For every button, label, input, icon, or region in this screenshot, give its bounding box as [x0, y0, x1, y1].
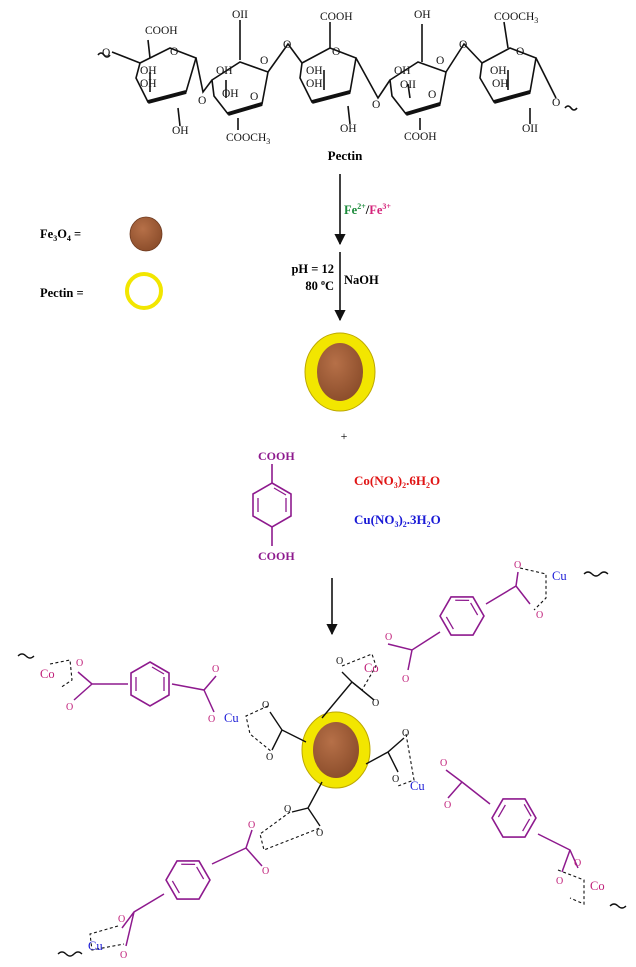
svg-text:OH: OH	[492, 78, 509, 90]
svg-text:OII: OII	[522, 123, 538, 135]
svg-text:O: O	[392, 774, 399, 785]
svg-text:O: O	[428, 89, 436, 101]
svg-text:Co: Co	[590, 879, 605, 893]
fe3o4-pectin-particle	[304, 332, 376, 412]
temperature-condition: 80 oC	[305, 278, 334, 293]
svg-text:Cu: Cu	[410, 779, 425, 793]
svg-text:O: O	[516, 46, 524, 58]
svg-text:O: O	[402, 728, 409, 739]
svg-text:OH: OH	[414, 9, 431, 21]
svg-text:O: O	[574, 858, 581, 869]
chain-end-left	[97, 52, 111, 58]
terephthalic-acid	[252, 464, 292, 546]
svg-text:O: O	[260, 55, 268, 67]
svg-text:O: O	[385, 632, 392, 643]
svg-text:O: O	[102, 47, 110, 59]
svg-text:COOH: COOH	[145, 25, 178, 37]
plus-sign: +	[341, 429, 348, 443]
ph-condition: pH = 12	[291, 262, 334, 276]
svg-text:COOH: COOH	[320, 11, 353, 23]
copper-nitrate-label: Cu(NO3)2.3H2O	[354, 512, 441, 529]
svg-text:O: O	[262, 866, 269, 877]
svg-text:O: O	[332, 46, 340, 58]
svg-text:Co: Co	[40, 667, 55, 681]
naoh-label: NaOH	[344, 273, 379, 287]
svg-text:O: O	[372, 698, 379, 709]
svg-text:O: O	[120, 950, 127, 961]
svg-text:O: O	[118, 914, 125, 925]
svg-text:OH: OH	[306, 65, 323, 77]
svg-text:O: O	[459, 39, 467, 51]
svg-text:COOCH3: COOCH3	[494, 11, 538, 25]
svg-text:O: O	[76, 658, 83, 669]
svg-text:COOCH3: COOCH3	[226, 132, 270, 146]
svg-text:Co: Co	[364, 661, 379, 675]
svg-text:O: O	[436, 55, 444, 67]
svg-text:OH: OH	[340, 123, 357, 135]
svg-text:O: O	[514, 560, 521, 571]
svg-text:OH: OH	[306, 78, 323, 90]
pectin-shell-icon	[125, 272, 163, 310]
svg-text:O: O	[536, 610, 543, 621]
svg-text:Cu: Cu	[88, 939, 103, 953]
svg-text:O: O	[66, 702, 73, 713]
svg-text:O: O	[556, 876, 563, 887]
svg-text:COOH: COOH	[404, 131, 437, 143]
svg-text:O: O	[170, 46, 178, 58]
pectin-labels: O COOH O OH OH OH O OII O OH OH O COOCH3…	[102, 9, 560, 146]
fe3o4-legend-label: Fe3O4 =	[40, 227, 81, 243]
svg-text:O: O	[284, 804, 291, 815]
svg-text:O: O	[402, 674, 409, 685]
svg-text:O: O	[316, 828, 323, 839]
pectin-name: Pectin	[328, 148, 363, 163]
svg-text:O: O	[212, 664, 219, 675]
svg-text:O: O	[552, 97, 560, 109]
pectin-legend-label: Pectin =	[40, 286, 84, 300]
fe3o4-particle-icon	[129, 216, 163, 252]
linker-cooh-top: COOH	[258, 449, 295, 463]
svg-text:O: O	[283, 39, 291, 51]
pectin-structure	[97, 20, 578, 130]
svg-text:O: O	[250, 91, 258, 103]
svg-text:O: O	[444, 800, 451, 811]
chain-end-right	[564, 105, 578, 111]
svg-text:OH: OH	[394, 65, 411, 77]
svg-text:O: O	[266, 752, 273, 763]
svg-text:Cu: Cu	[552, 569, 567, 583]
svg-text:OII: OII	[232, 9, 248, 21]
svg-text:OH: OH	[222, 88, 239, 100]
svg-text:OH: OH	[490, 65, 507, 77]
svg-text:O: O	[198, 95, 206, 107]
cobalt-nitrate-label: Co(NO3)2.6H2O	[354, 473, 440, 490]
svg-text:O: O	[208, 714, 215, 725]
svg-text:OII: OII	[400, 79, 416, 91]
svg-text:O: O	[372, 99, 380, 111]
svg-text:Cu: Cu	[224, 711, 239, 725]
svg-text:O: O	[248, 820, 255, 831]
svg-text:O: O	[336, 656, 343, 667]
svg-text:O: O	[262, 700, 269, 711]
svg-text:OH: OH	[216, 65, 233, 77]
svg-text:OH: OH	[140, 78, 157, 90]
central-core-shell	[301, 711, 371, 789]
iron-salts-label: Fe2+/Fe3+	[344, 202, 391, 217]
svg-text:OH: OH	[140, 65, 157, 77]
mof-framework: Cu Co Cu Cu Co Co Cu O O O O O O O O O O…	[17, 560, 627, 961]
svg-text:OH: OH	[172, 125, 189, 137]
svg-text:O: O	[440, 758, 447, 769]
linker-cooh-bottom: COOH	[258, 549, 295, 563]
